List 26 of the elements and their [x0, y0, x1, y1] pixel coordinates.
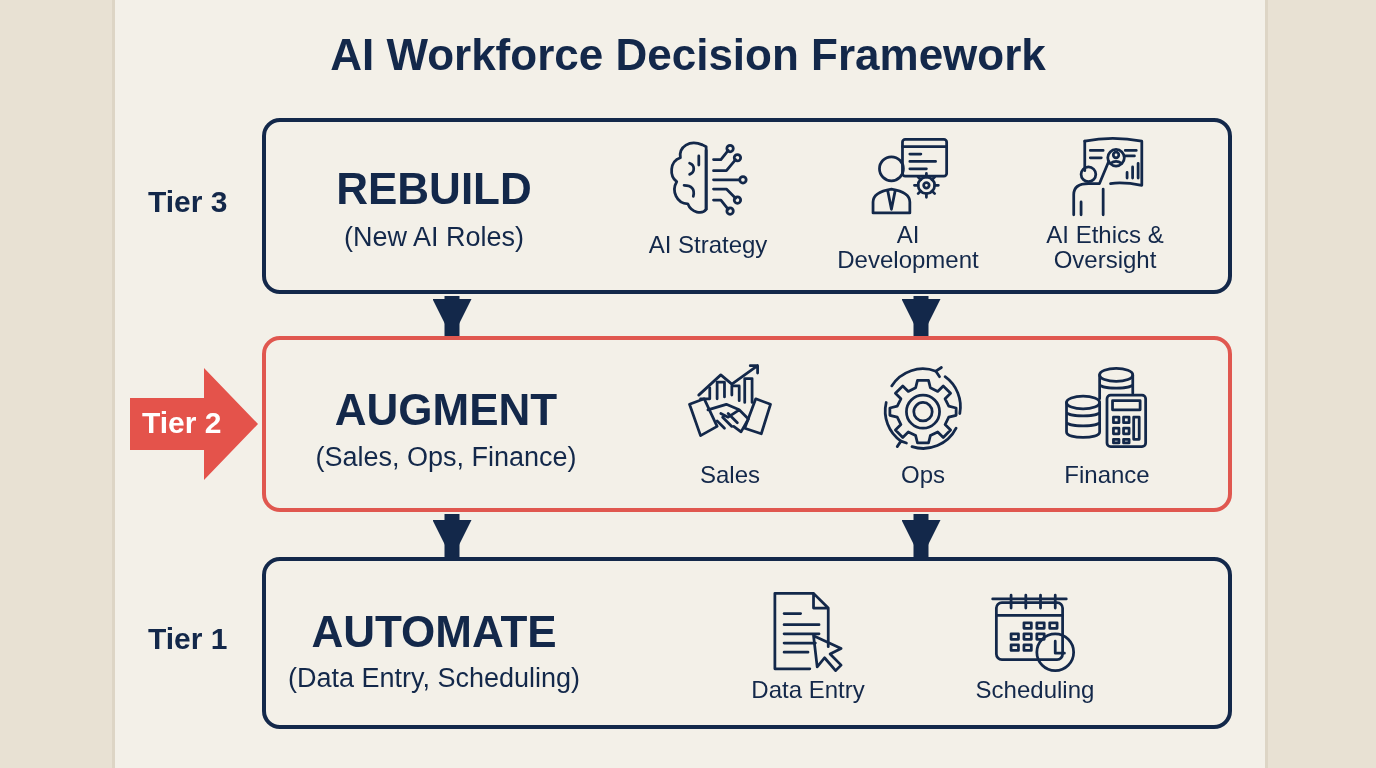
icon-caption: AI Development [836, 222, 980, 273]
arrow [901, 514, 941, 559]
arrow [432, 296, 472, 338]
tier-label: Tier 3 [148, 185, 228, 219]
tier-box [262, 557, 1232, 729]
tier-subtitle: (Data Entry, Scheduling) [286, 663, 582, 694]
icon-caption: Finance [1063, 462, 1151, 488]
arrow [432, 514, 472, 559]
tier-label: Tier 2 [142, 406, 222, 440]
tier-label: Tier 1 [148, 622, 228, 656]
icon-caption: Ops [900, 462, 946, 488]
tier-subtitle: (New AI Roles) [342, 222, 526, 253]
icon-caption: Data Entry [750, 677, 866, 703]
tier-box [262, 118, 1232, 294]
icon-caption: Sales [698, 462, 761, 488]
tier-subtitle: (Sales, Ops, Finance) [314, 442, 578, 473]
icon-caption: AI Ethics & Oversight [1045, 222, 1165, 273]
tier-box [262, 336, 1232, 512]
tier-heading: REBUILD [335, 164, 533, 214]
arrow [901, 296, 941, 338]
tier-arrow [130, 368, 258, 480]
diagram-title: AI Workforce Decision Framework [329, 30, 1047, 80]
tier-heading: AUTOMATE [310, 607, 558, 657]
icon-caption: Scheduling [974, 677, 1096, 703]
icon-caption: AI Strategy [647, 232, 769, 258]
tier-heading: AUGMENT [333, 385, 559, 435]
